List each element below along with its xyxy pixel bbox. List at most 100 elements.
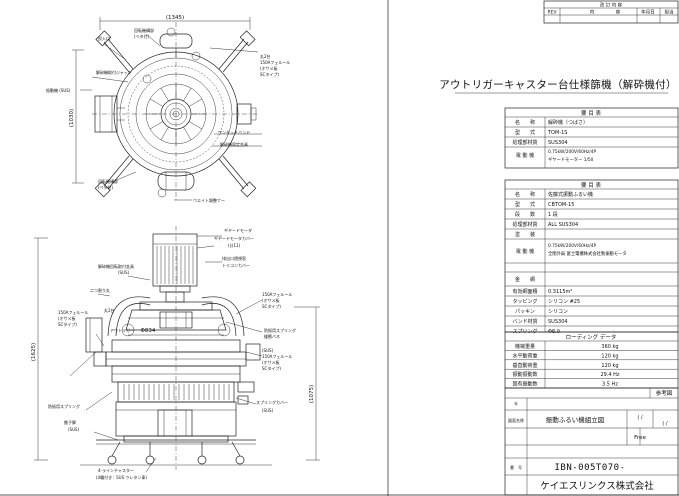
revision-title: 改 訂 内 容 — [600, 2, 623, 9]
elev-dim-left: (1625) — [31, 343, 37, 361]
elevation-annotation: (オサメ板 — [58, 315, 76, 321]
crusher-spec-heading: 要 目 表 — [581, 109, 601, 117]
loading-data-value: 120 kg — [601, 353, 618, 359]
elevation-annotation: 解砕機回転取付金具 — [98, 263, 134, 269]
date-mark-2: ( / — [662, 421, 668, 427]
tb-small-year: 年 — [514, 401, 518, 406]
elevation-annotation: (SUS) — [262, 348, 274, 353]
loading-data-value: 3.5 Hz — [602, 382, 618, 388]
elevation-annotation: ギヤードモータカバー — [214, 235, 254, 241]
crusher-spec-label: 型 式 — [515, 129, 535, 136]
plan-annotation: 解砕機固定金具 — [220, 141, 248, 147]
revision-block: 改 訂 内 容 REV 内 容 年月日 担当 — [543, 0, 679, 24]
loading-data-heading: ローディング データ — [566, 333, 617, 341]
plan-annotation: 150Aフェルール — [260, 60, 290, 65]
elevation-annotation: (SUS) — [118, 270, 130, 275]
sieve-spec-label: バンド材質 — [512, 318, 537, 325]
sieve-spec-label: タッピング — [512, 298, 537, 305]
crusher-spec-value: SUS304 — [548, 140, 568, 146]
plan-annotation: (ベタ付) — [134, 33, 150, 39]
sieve-spec-label: スプリング — [512, 328, 537, 335]
plan-annotation: 丸2台 — [260, 53, 271, 59]
sieve-spec-value: SUS304 — [548, 319, 568, 325]
title-block: 参考図 年 図面名称 振動ふるい機組立図 ( / ( / Free 番 号 IB… — [504, 387, 679, 496]
plan-annotation: ウエイト調整ナー — [193, 197, 225, 203]
sieve-spec-value: ALL SUS304 — [548, 222, 578, 228]
elevation-annotation: 防振用スプリング — [48, 403, 80, 409]
loading-data-label: 水平動荷重 — [512, 352, 537, 359]
plan-annotation: 回転機構部 — [134, 27, 154, 33]
sieve-spec-value: 0.3115m² — [548, 289, 572, 295]
sieve-spec-value: 佐藤式振動ふるい機 — [548, 191, 593, 198]
drawing-number: IBN-005T070- — [554, 463, 625, 473]
elevation-annotation: 150Aフェルール — [262, 354, 292, 359]
elevation-annotation: (SUS) — [262, 408, 274, 413]
drawing-name-label: 図面名称 — [508, 417, 524, 423]
elevation-annotation: (SUS) — [68, 427, 80, 432]
plan-annotation: SCタイプ) — [260, 71, 279, 77]
sieve-spec-value: CBTOM-15 — [548, 202, 574, 208]
elevation-annotation: (4輪付き：SUS ウレタン車) — [96, 474, 147, 480]
elevation-annotation: 防振用スプリング — [264, 327, 296, 333]
drawing-name: 振動ふるい機組立図 — [546, 415, 605, 424]
elevation-annotation: 二つ割り丸 — [90, 287, 110, 293]
sieve-spec-value-line: 全閉外扇 富士電機株式会社製振動モータ — [548, 250, 627, 257]
crusher-spec-label: 処理部材質 — [512, 139, 537, 146]
loading-data-label: 振動振動数 — [512, 371, 537, 378]
sieve-spec-label: パッキン — [515, 309, 535, 315]
elev-dim-right: (1075) — [309, 385, 315, 403]
plan-annotation: ワンタッチバンド — [218, 129, 250, 135]
sieve-spec-heading: 要 目 表 — [581, 181, 601, 189]
plan-annotation: 解砕機取付ジャッキ — [96, 69, 132, 75]
rev-header-content-1: 内 — [590, 9, 595, 16]
elevation-annotation: SCタイプ) — [262, 365, 281, 371]
sieve-spec-label: 金 網 — [515, 276, 535, 283]
plan-view: (1345) (1030) — [69, 15, 262, 201]
rev-header-date: 年月日 — [641, 9, 655, 16]
sieve-spec-label: 塗 装 — [515, 231, 535, 238]
elevation-annotation: 緩衝バネ — [264, 333, 280, 339]
elevation-annotation: 排出口透視窓 — [222, 255, 246, 261]
number-label: 番 号 — [510, 464, 522, 470]
loading-data-value: 29.4 Hz — [600, 372, 619, 378]
sieve-spec-value: 1 段 — [548, 211, 558, 218]
elevation-annotation: (分11) — [228, 242, 241, 248]
elevation-annotation: スプリングカバー — [256, 399, 288, 405]
elevation-annotation: 搬子脚 — [64, 419, 76, 425]
plan-annotation: 振動機 (SUS) — [46, 87, 71, 93]
rev-header-content-2: 容 — [616, 9, 621, 16]
sieve-spec-label: 名 称 — [515, 191, 535, 198]
sieve-spec-value-line: 0.75kW/200V/60Hz/4P — [548, 243, 596, 249]
elevation-annotation: SCタイプ) — [58, 321, 77, 327]
crusher-spec-value: TOM-1S — [547, 130, 567, 136]
plan-dim-top: (1345) — [166, 15, 184, 21]
sieve-spec-value: シリコン #25 — [548, 299, 580, 305]
drawing-title: アウトリガーキャスター台仕様篩機（解砕機付） — [439, 78, 677, 91]
elevation-annotation: (オサメ板 — [262, 359, 280, 365]
elevation-annotation: 150Aフェルール — [262, 292, 292, 297]
plan-annotation: 投入口 — [98, 35, 110, 41]
rev-header: REV — [547, 10, 557, 16]
elevation-annotation: (オサメ板 — [262, 297, 280, 303]
elevation-annotation: 150Aフェルール — [58, 310, 88, 315]
reference-drawing-label: 参考図 — [656, 389, 673, 397]
elev-dim-mid: Φ834 — [141, 328, 156, 334]
elevation-annotation: 丸2台 — [104, 307, 115, 313]
loading-data-label: 固有振動数 — [512, 381, 537, 388]
elevation-view: (1625) (1075) Φ834 — [31, 226, 320, 473]
crusher-spec-value-line2: ギヤードモーター 1/50 — [548, 156, 594, 163]
crusher-spec-value: 0.75kW/200V/60Hz/4P — [548, 149, 596, 155]
crusher-spec-label: 電 動 機 — [516, 152, 534, 159]
elevation-annotation: トリコンカバー — [222, 263, 250, 268]
elevation-annotation: アウトリガー — [110, 327, 134, 333]
sieve-spec-label: 型 式 — [515, 201, 535, 208]
loading-data-value: 360 kg — [601, 344, 618, 350]
crusher-spec-table: 要 目 表 — [504, 107, 679, 169]
elevation-annotation: 4-ラインチャスター — [98, 467, 134, 473]
elevation-annotation: SCタイプ) — [262, 303, 281, 309]
scale-value: Free — [634, 435, 646, 441]
sieve-spec-label: 処理部材質 — [512, 221, 537, 228]
date-mark-1: ( / — [637, 415, 643, 421]
